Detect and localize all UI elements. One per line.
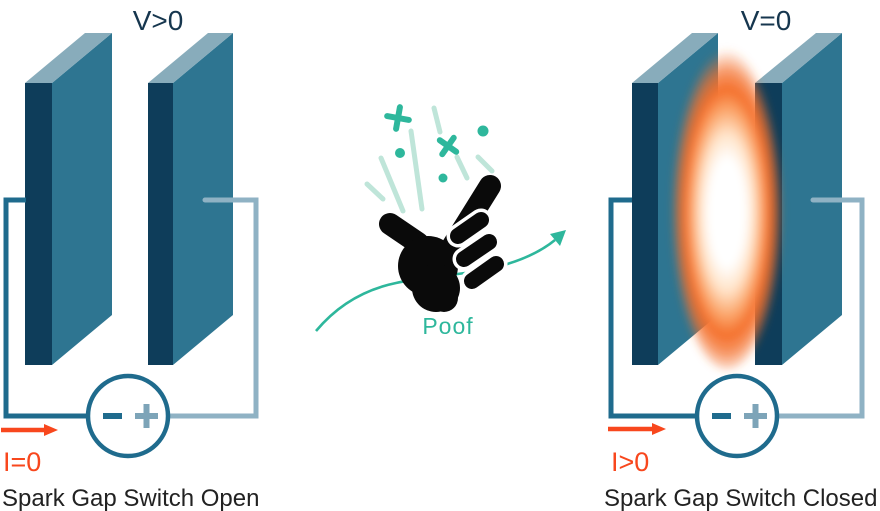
- voltage-source-circle: [85, 373, 171, 459]
- current-arrow-open: [1, 424, 58, 436]
- plus-arm: [393, 104, 403, 132]
- dot-spark: [477, 125, 489, 137]
- snap-fingers-icon: [379, 175, 508, 312]
- curled-finger: [464, 256, 504, 289]
- voltage-source-closed: [694, 373, 780, 459]
- snap-transition: Poof: [315, 104, 566, 339]
- curled-finger: [456, 234, 497, 267]
- current-arrow-head: [652, 423, 666, 435]
- voltage-source-open: [85, 373, 171, 459]
- caption-open: Spark Gap Switch Open: [2, 485, 259, 511]
- open-switch-diagram: V>0 I=0 Spark Gap Switch Ope: [1, 5, 259, 511]
- voltage-source-circle: [694, 373, 780, 459]
- plus-arm: [439, 134, 457, 158]
- voltage-label-open: V>0: [133, 5, 184, 36]
- poof-label: Poof: [422, 313, 473, 339]
- current-arrow-closed: [608, 423, 666, 435]
- spark-glow: [671, 42, 783, 370]
- electrode-top-face: [755, 33, 842, 83]
- electrode-front-face: [148, 83, 173, 365]
- spark-rays: [364, 105, 495, 214]
- voltage-label-closed: V=0: [741, 5, 792, 36]
- electrode-left-open: [25, 33, 112, 365]
- spark-ray: [431, 105, 443, 135]
- wire-positive: [776, 197, 865, 419]
- current-label-closed: I>0: [611, 447, 649, 477]
- electrode-front-face: [25, 83, 52, 365]
- swoosh-arrow-head: [550, 230, 566, 246]
- closed-switch-diagram: V=0 I>0 Spark Gap: [604, 5, 877, 511]
- plus-spark-icon: [384, 104, 412, 132]
- plus-spark-icon: [436, 134, 460, 158]
- spark-ray: [475, 154, 495, 174]
- electrode-side-face: [52, 33, 112, 365]
- wire-negative: [608, 197, 699, 419]
- electrode-front-face: [632, 83, 658, 365]
- electrode-top-face: [632, 33, 718, 83]
- wrist: [430, 284, 458, 312]
- current-arrow-head: [44, 424, 58, 436]
- spark-ray: [408, 128, 425, 212]
- spark-ray: [364, 181, 386, 202]
- plus-sparks: [384, 104, 460, 158]
- wire-negative: [3, 197, 90, 419]
- dot-spark: [395, 148, 405, 158]
- electrode-top-face: [148, 33, 233, 83]
- curled-finger: [450, 212, 489, 244]
- electrode-top-face: [25, 33, 112, 83]
- current-label-open: I=0: [3, 447, 41, 477]
- dot-spark: [438, 173, 448, 183]
- spark-ray: [454, 154, 470, 181]
- wire-positive: [167, 197, 259, 419]
- caption-closed: Spark Gap Switch Closed: [604, 485, 877, 511]
- dot-sparks: [395, 125, 489, 183]
- spark-ray: [378, 155, 406, 214]
